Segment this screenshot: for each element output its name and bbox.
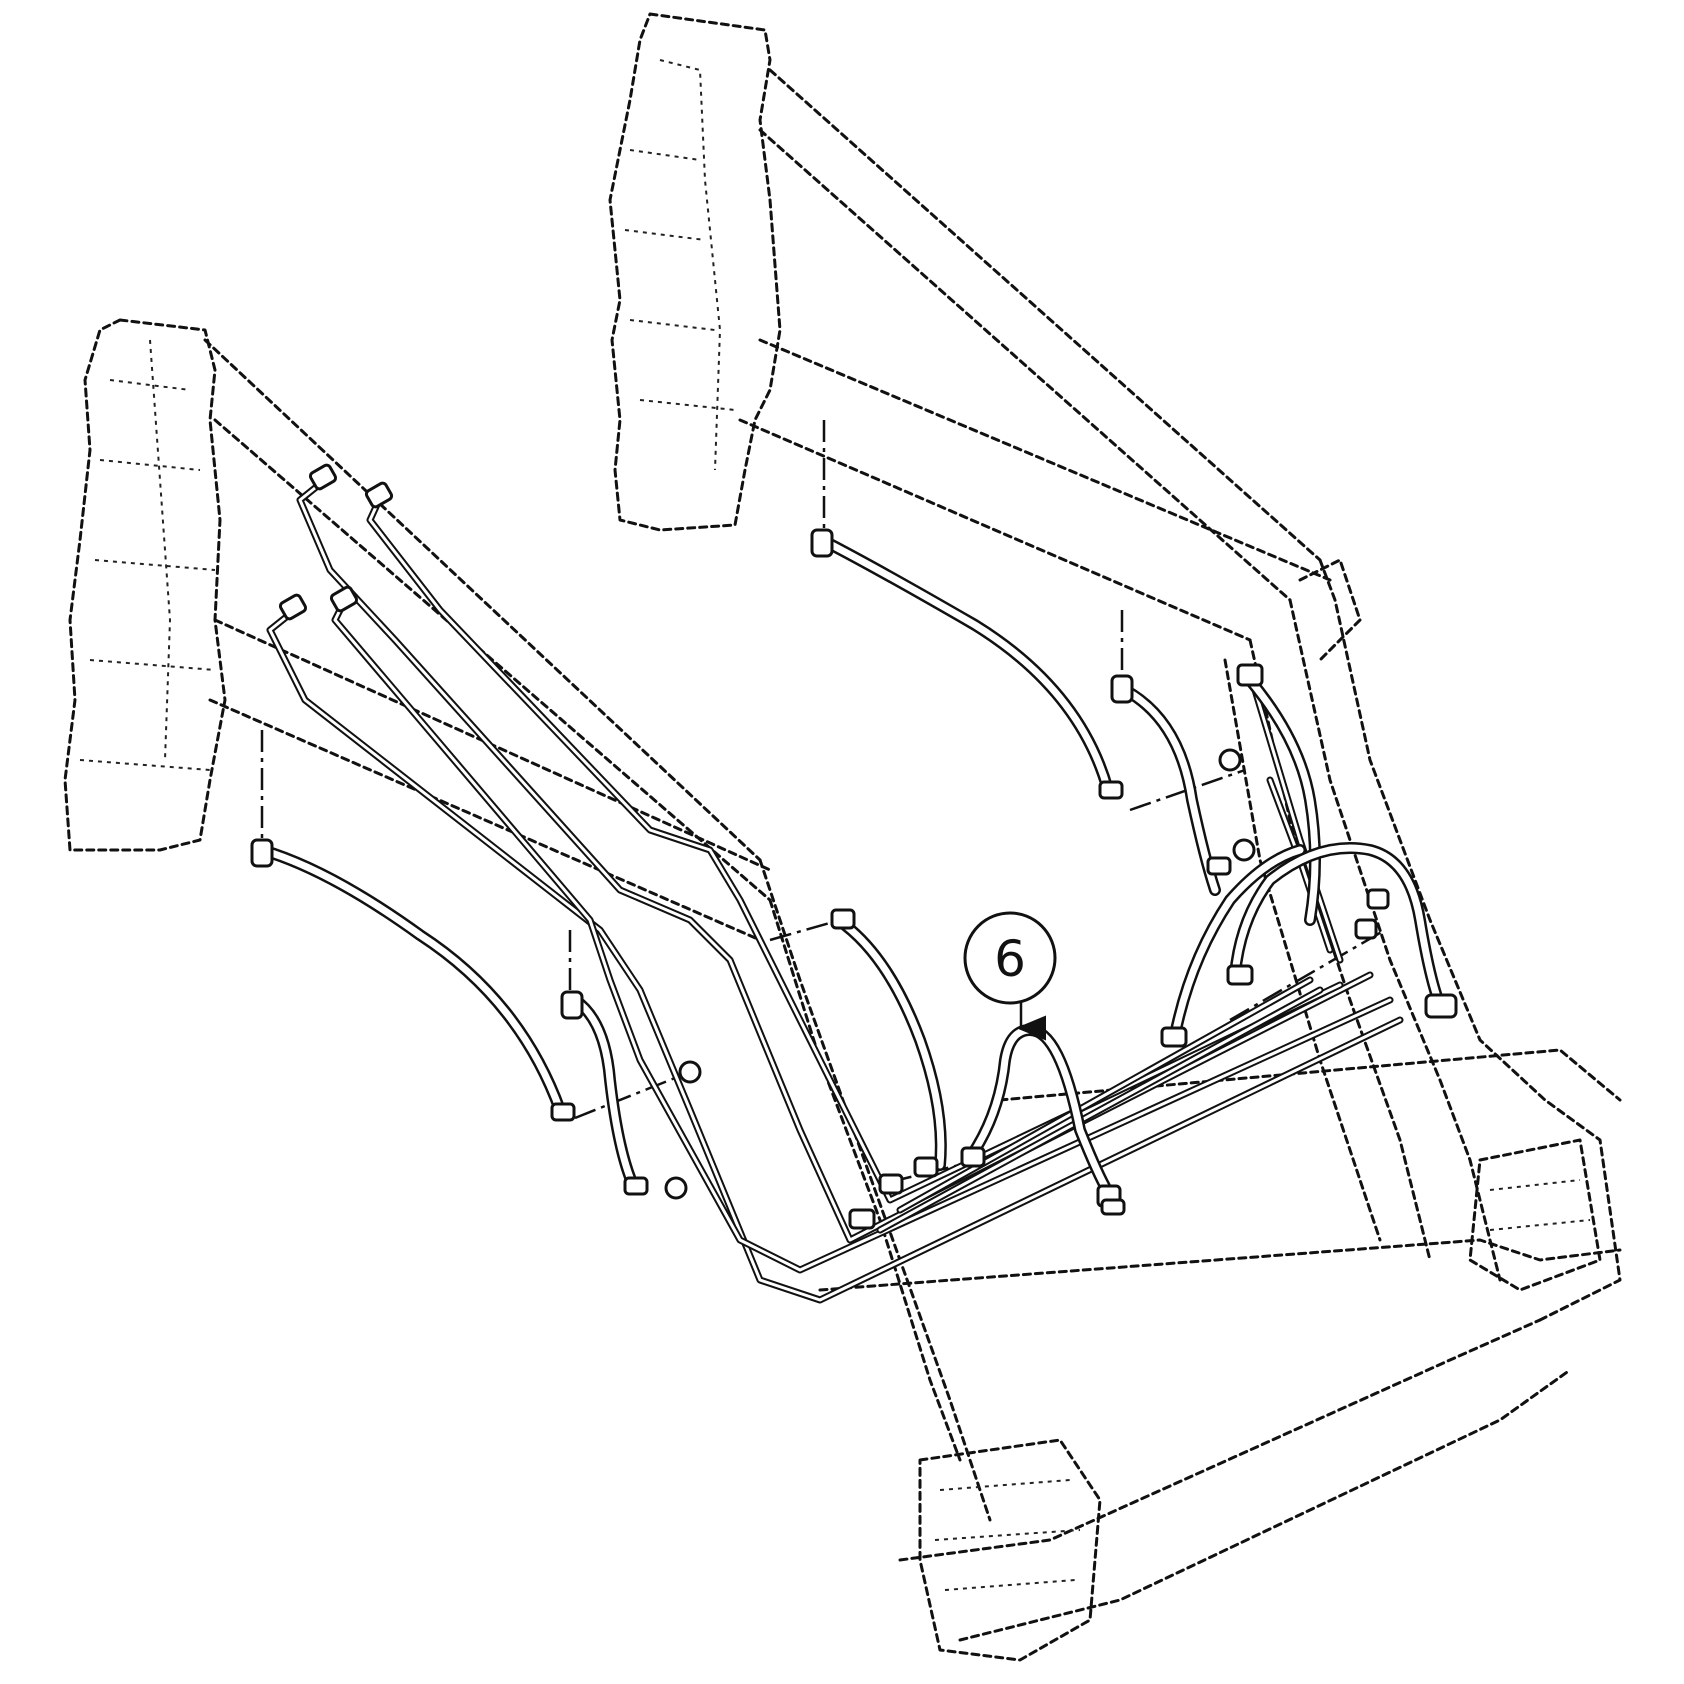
steel-tubes — [266, 476, 1404, 1304]
callout-circle — [963, 911, 1057, 1005]
flexible-hoses — [256, 536, 1446, 1201]
callout-label: 6 — [994, 930, 1026, 988]
loader-frame-outline — [63, 12, 1622, 1662]
callout-6: 6 — [963, 911, 1057, 1041]
fittings — [250, 463, 1458, 1230]
